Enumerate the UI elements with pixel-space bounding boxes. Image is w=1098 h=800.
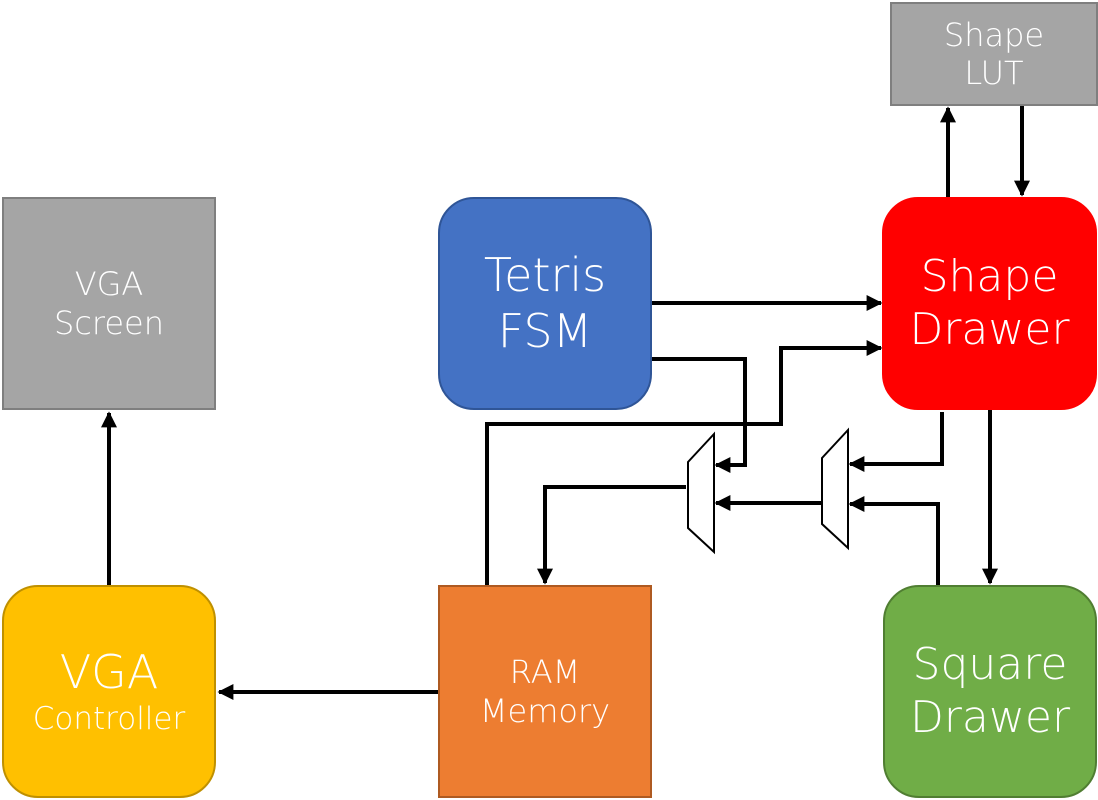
square-drawer-label-line1: Square bbox=[912, 638, 1068, 690]
vga-screen-label-line2: Screen bbox=[53, 303, 164, 342]
vga-controller-label-line2: Controller bbox=[32, 700, 186, 737]
ram-memory-label-line1: RAM bbox=[509, 653, 581, 692]
tetris-fsm-block: Tetris FSM bbox=[438, 197, 652, 410]
shape-drawer-label-line1: Shape bbox=[920, 250, 1059, 302]
wire-fsm-to-mux1 bbox=[652, 357, 747, 473]
shape-lut-label-line1: Shape bbox=[943, 15, 1045, 54]
mux-2 bbox=[821, 427, 849, 551]
mux-1 bbox=[687, 431, 715, 555]
vga-screen-label-line1: VGA bbox=[74, 265, 144, 304]
ram-memory-label-line2: Memory bbox=[479, 691, 611, 730]
vga-controller-block: VGA Controller bbox=[2, 585, 216, 798]
vga-screen-block: VGA Screen bbox=[2, 197, 216, 410]
shape-lut-block: Shape LUT bbox=[890, 2, 1098, 106]
shape-lut-label-line2: LUT bbox=[964, 54, 1024, 92]
wire-mux1-to-ram bbox=[537, 485, 686, 585]
square-drawer-label-line2: Drawer bbox=[909, 691, 1071, 743]
shape-drawer-label-line2: Drawer bbox=[909, 303, 1070, 355]
ram-memory-block: RAM Memory bbox=[438, 585, 652, 798]
shape-drawer-block: Shape Drawer bbox=[882, 197, 1097, 410]
tetris-fsm-label-line2: FSM bbox=[497, 303, 593, 358]
square-drawer-block: Square Drawer bbox=[883, 585, 1097, 798]
tetris-fsm-label-line1: Tetris bbox=[483, 248, 607, 303]
vga-controller-label-line1: VGA bbox=[59, 645, 159, 700]
wire-shapedrawer-to-mux2 bbox=[848, 412, 944, 472]
wire-squaredrawer-to-mux2 bbox=[848, 496, 940, 588]
wire-ram-to-shapedrawer bbox=[485, 340, 883, 585]
